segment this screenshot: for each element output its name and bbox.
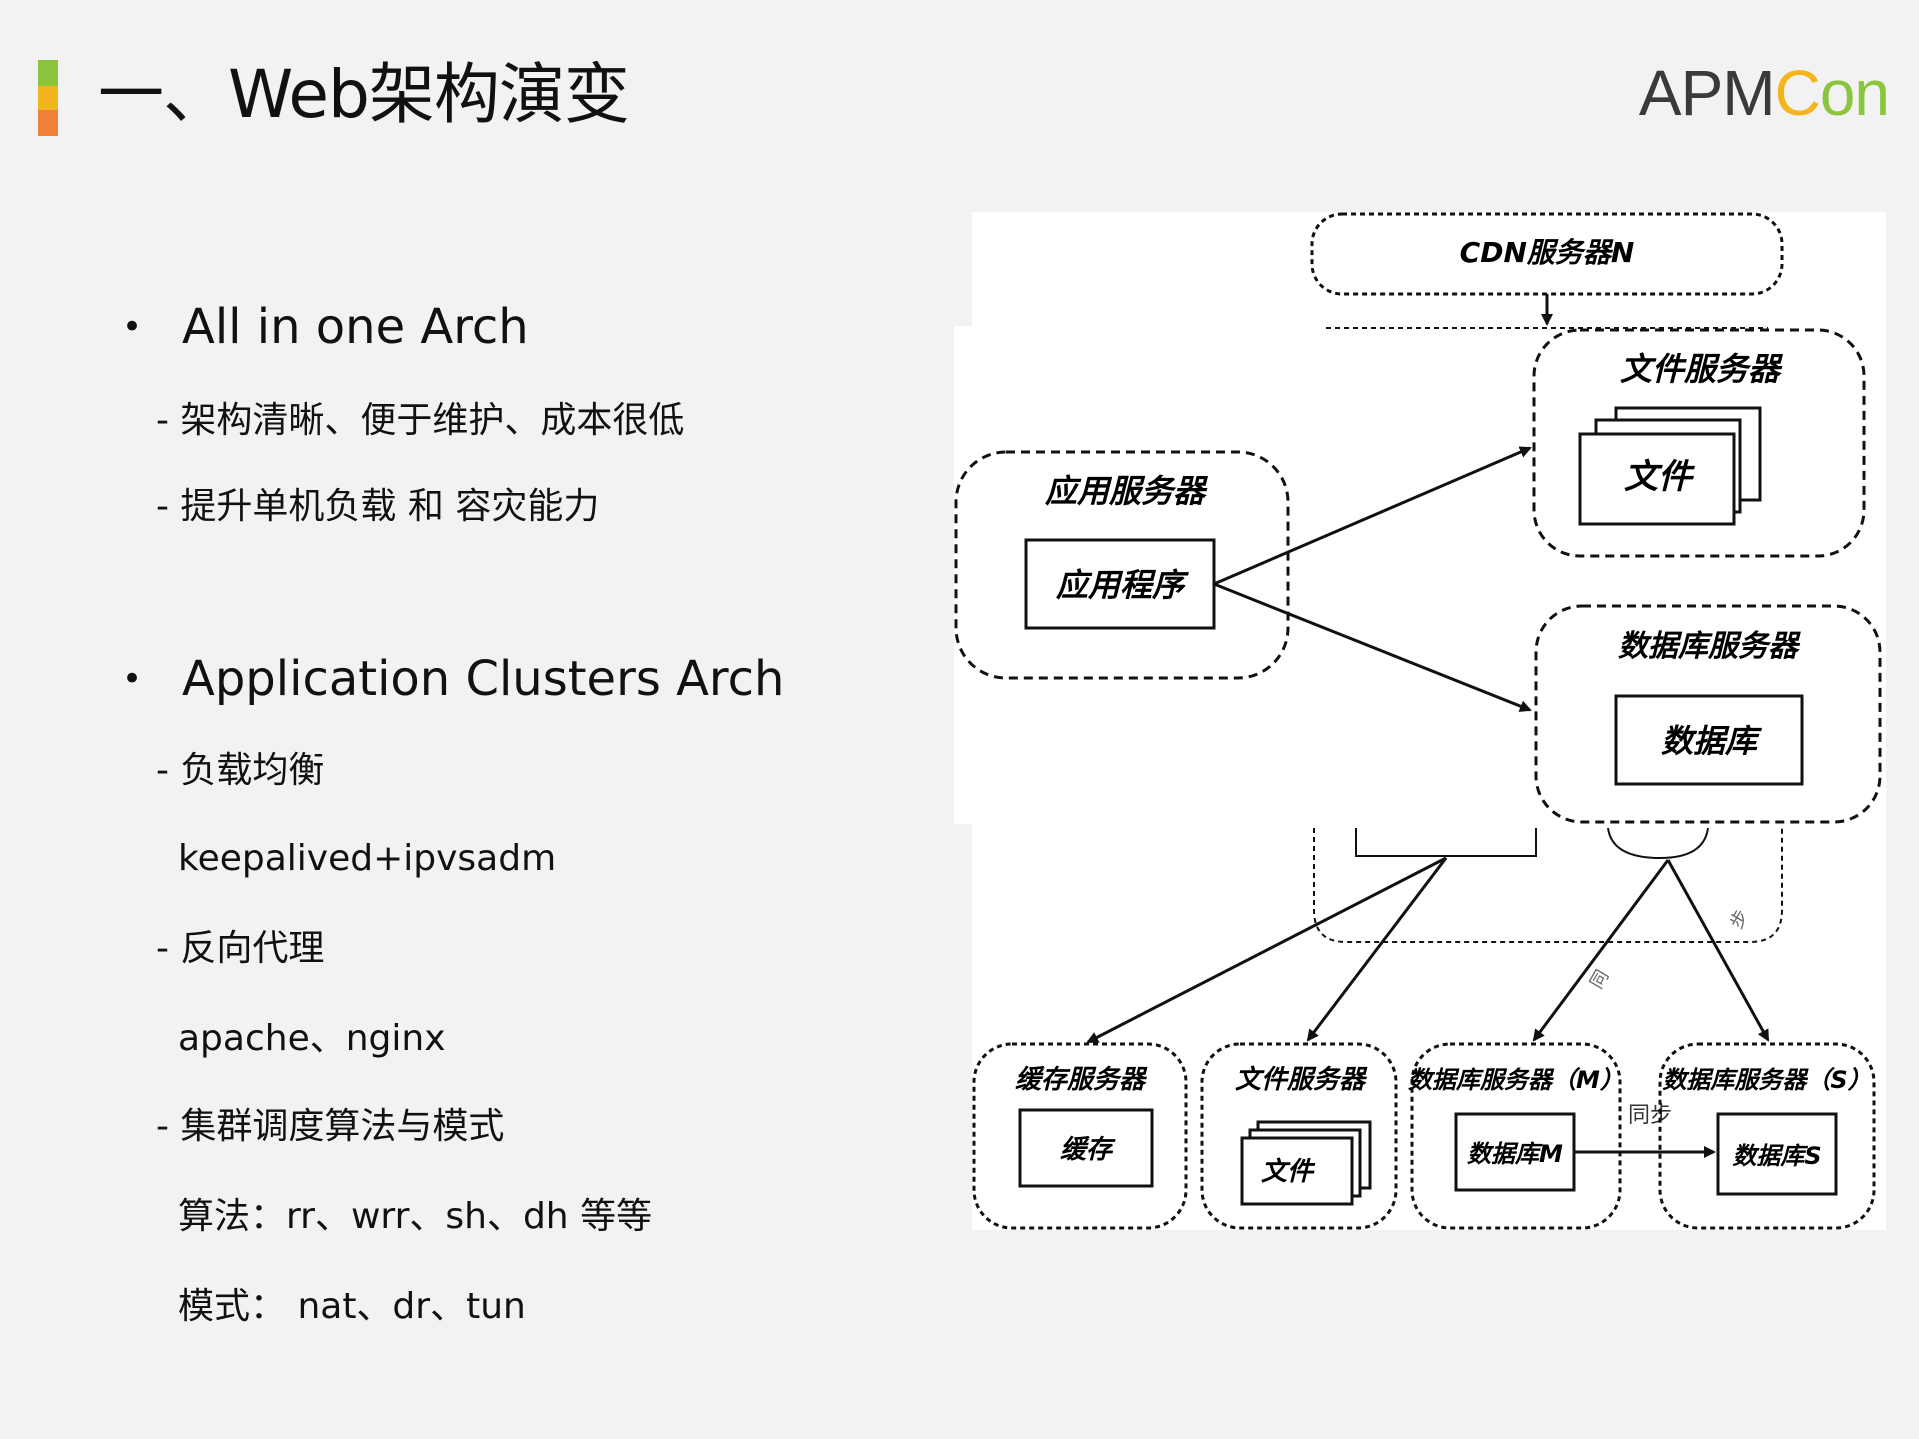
bullet-dot: •	[122, 659, 143, 699]
file-small-stack-front	[1240, 1136, 1354, 1206]
arrow-to-file-server-small	[1306, 857, 1448, 1042]
app-program-box	[1024, 538, 1216, 630]
logo-text-on: on	[1819, 57, 1890, 129]
section-line: - 负载均衡	[156, 750, 325, 791]
file-server-label: 文件服务器	[1620, 350, 1784, 388]
db-server-s-box	[1658, 1042, 1876, 1230]
accent-yellow	[38, 86, 58, 110]
section-line: 模式： nat、dr、tun	[178, 1286, 526, 1327]
db-box	[1614, 694, 1804, 786]
accent-orange	[38, 110, 58, 136]
db-s-box	[1716, 1112, 1838, 1196]
arrow-to-cache-server	[1086, 856, 1447, 1044]
cache-label: 缓存	[1060, 1135, 1116, 1165]
db-server-s-label: 数据库服务器（S）	[1662, 1066, 1871, 1094]
section-line: 算法：rr、wrr、sh、dh 等等	[178, 1196, 653, 1237]
architecture-diagram: CDN服务器N 文件服务器 文件 应用服务器 应用程序 数据库服务器 数据库 步…	[950, 210, 1886, 1232]
section-heading-text: All in one Arch	[182, 299, 529, 355]
logo-text-c: C	[1774, 57, 1821, 129]
section-heading-app-clusters: • Application Clusters Arch	[122, 646, 784, 709]
slide-title: 一、Web架构演变	[98, 56, 630, 133]
hidden-cluster-box	[1313, 828, 1783, 943]
app-program-label: 应用程序	[1055, 566, 1189, 604]
title-accent-bar	[38, 60, 58, 136]
section-heading-text: Application Clusters Arch	[182, 651, 785, 707]
app-server-label: 应用服务器	[1044, 472, 1209, 510]
logo-text-apm: APM	[1638, 57, 1776, 129]
sync-label: 同步	[1628, 1103, 1672, 1128]
section-heading-all-in-one: • All in one Arch	[122, 294, 529, 357]
hidden-db-node	[1607, 827, 1709, 860]
cache-box	[1018, 1108, 1154, 1188]
file-stack-front	[1578, 432, 1736, 526]
slide-content: • All in one Arch - 架构清晰、便于维护、成本很低 - 提升单机…	[0, 0, 900, 1439]
section-line: keepalived+ipvsadm	[178, 838, 557, 879]
file-server-small-label: 文件服务器	[1235, 1065, 1368, 1095]
bullet-dot: •	[122, 307, 143, 347]
cache-server-box	[972, 1042, 1188, 1230]
db-s-label: 数据库S	[1732, 1142, 1821, 1170]
db-server-m-box	[1410, 1042, 1622, 1230]
architecture-diagram-svg: CDN服务器N 文件服务器 文件 应用服务器 应用程序 数据库服务器 数据库 步…	[954, 212, 1886, 1230]
db-server-label: 数据库服务器	[1618, 629, 1801, 664]
section-line: - 集群调度算法与模式	[156, 1106, 505, 1147]
file-label: 文件	[1624, 457, 1696, 497]
arrow-to-file-server	[1213, 446, 1532, 586]
section-line: - 提升单机负载 和 容灾能力	[156, 486, 600, 527]
arrow-to-db-server	[1213, 582, 1532, 712]
file-small-label: 文件	[1261, 1157, 1316, 1187]
cdn-server-label: CDN服务器N	[1460, 236, 1635, 269]
section-line: - 架构清晰、便于维护、成本很低	[156, 400, 685, 441]
section-line: - 反向代理	[156, 928, 325, 969]
file-server-small-box	[1200, 1042, 1398, 1230]
db-label: 数据库	[1661, 722, 1763, 760]
section-line: apache、nginx	[178, 1018, 446, 1059]
db-m-label: 数据库M	[1467, 1140, 1563, 1168]
db-server-box	[1534, 604, 1882, 824]
cache-server-label: 缓存服务器	[1015, 1065, 1148, 1095]
hidden-app-node	[1355, 828, 1537, 857]
file-server-box	[1532, 328, 1866, 558]
accent-green	[38, 60, 58, 86]
app-server-box	[954, 450, 1290, 680]
arrow-to-db-server-m	[1532, 859, 1670, 1042]
apmcon-logo: APMCon	[1638, 57, 1890, 129]
arrow-to-db-server-s	[1666, 859, 1770, 1042]
db-server-m-label: 数据库服务器（M）	[1408, 1066, 1624, 1094]
